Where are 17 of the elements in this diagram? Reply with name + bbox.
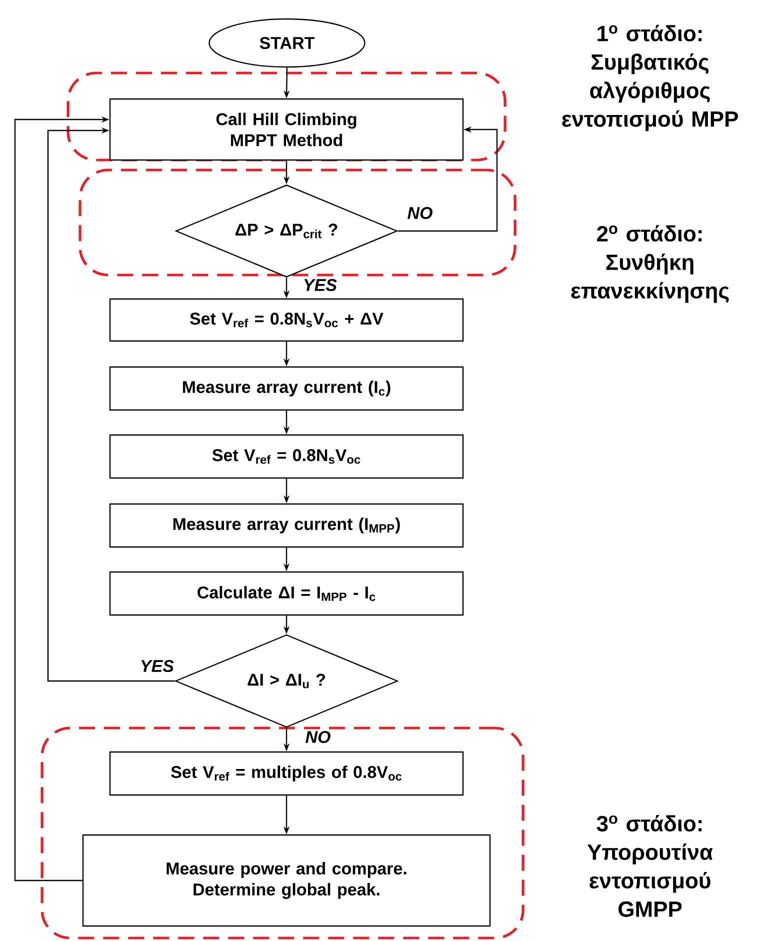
edge-label: NO: [304, 730, 332, 744]
arrow: [47, 127, 175, 682]
edge-label: YES: [139, 658, 175, 674]
process-box: Measure power and compare. Determine global peak.: [82, 834, 491, 927]
process-box: Call Hill Climbing MPPT Method: [109, 98, 464, 161]
process-box: Set V$_{ref}$ = 0.8N$_{s}$V$_{oc}$ + ΔV: [109, 298, 464, 342]
start-terminal: START: [208, 18, 366, 68]
process-box: Measure array current (I$_{MPP}$): [109, 503, 464, 548]
process-box: Set V$_{ref}$ = multiples of 0.8V$_{oc}$: [109, 751, 464, 796]
process-box: Calculate ΔI = I$_{MPP}$ - I$_{c}$: [109, 571, 464, 616]
edge-label: NO: [406, 206, 434, 220]
edge-label: YES: [302, 278, 338, 292]
stage-heading: 1$^{o}$ στάδιο: Συμβατικός αλγόριθμος εντοπισμού MPP: [562, 24, 738, 132]
process-box: Measure array current (I$_{c}$): [109, 366, 464, 411]
stage-heading: 2$^{o}$ στάδιο: Συνθήκη επανεκκίνησης: [571, 225, 729, 303]
process-box: Set V$_{ref}$ = 0.8N$_{s}$V$_{oc}$: [109, 434, 464, 479]
stage-heading: 3$^{o}$ στάδιο: Υπορουτίνα εντοπισμού GMPP: [587, 815, 713, 917]
